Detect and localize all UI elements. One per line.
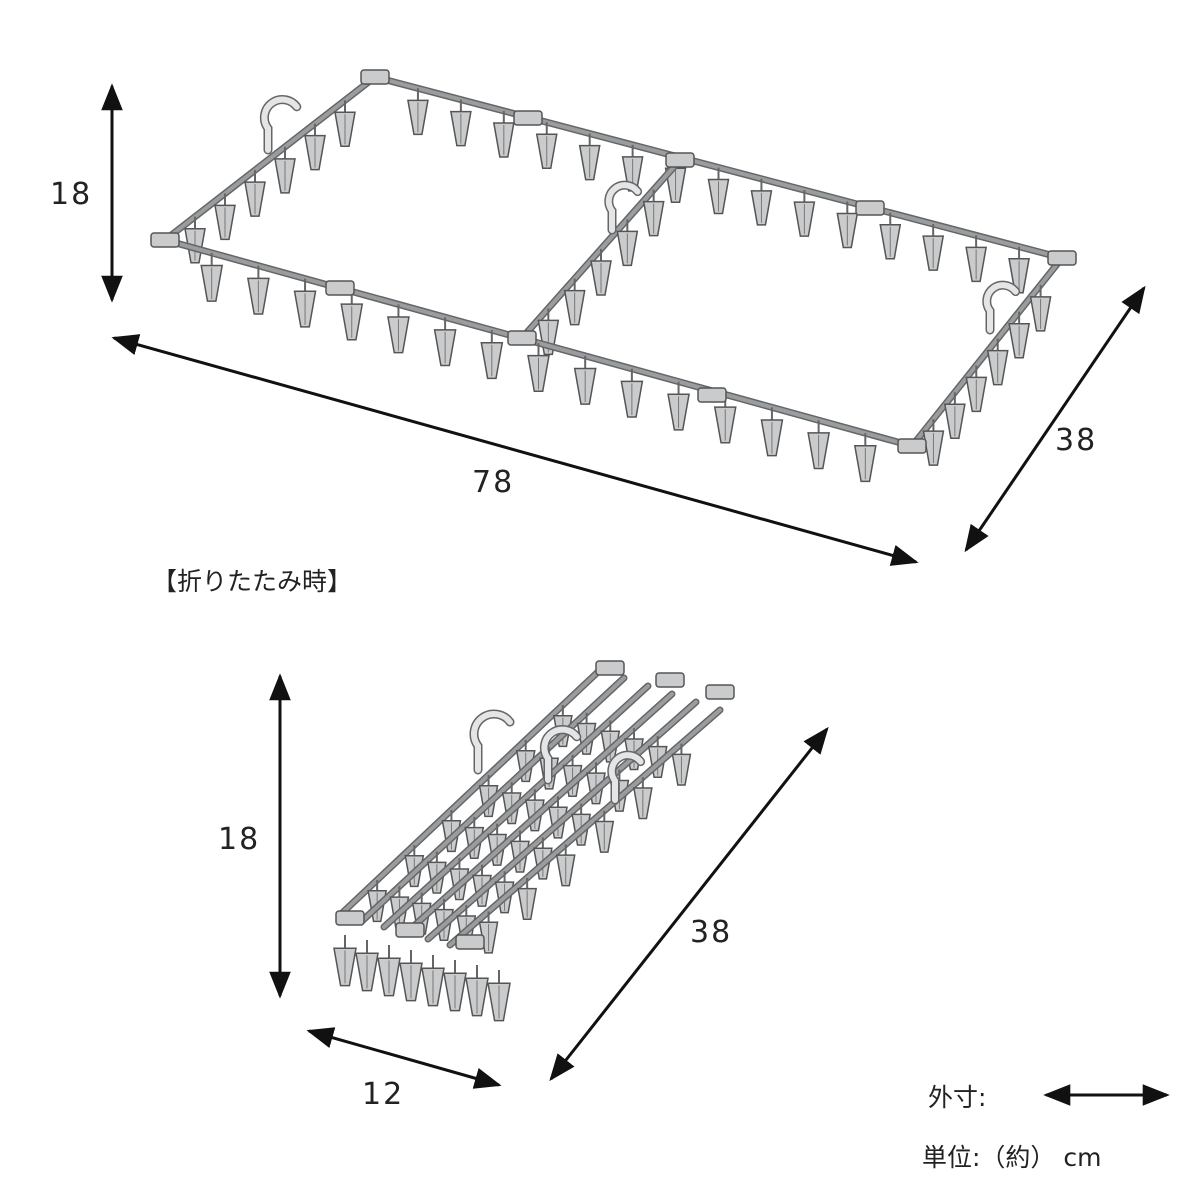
clothespin xyxy=(667,381,690,431)
clothespin xyxy=(465,965,489,1017)
clothespin xyxy=(340,291,364,341)
clothespin xyxy=(274,146,296,194)
folded-height-label: 18 xyxy=(218,822,260,857)
joint xyxy=(665,152,695,168)
clothespin xyxy=(293,278,317,328)
clothespin xyxy=(433,317,457,367)
clothespin xyxy=(443,960,467,1012)
clothespin xyxy=(943,392,966,440)
clothespin xyxy=(879,212,902,260)
joint xyxy=(507,330,537,346)
clothespin xyxy=(793,190,816,237)
folded-hanger-illustration xyxy=(333,660,735,1022)
joint xyxy=(595,660,625,676)
joint xyxy=(455,934,485,950)
clothespin xyxy=(246,265,270,315)
clothespin xyxy=(807,420,831,470)
joint xyxy=(513,110,543,126)
clothespin xyxy=(244,170,266,217)
folded-depth-label: 38 xyxy=(690,915,732,950)
clothespin xyxy=(535,122,558,169)
clothespin xyxy=(707,167,730,215)
clothespin xyxy=(200,252,224,302)
clothespin xyxy=(333,935,357,987)
clothespin xyxy=(578,133,601,181)
clothespin xyxy=(407,88,429,136)
clothespin xyxy=(642,189,665,237)
joint xyxy=(150,232,180,248)
clothespin xyxy=(334,100,356,148)
clothespin xyxy=(304,123,326,171)
joint xyxy=(325,280,355,296)
clothespin xyxy=(616,219,639,267)
clothespin xyxy=(214,193,236,241)
joint xyxy=(335,910,365,926)
clothespin xyxy=(620,368,644,418)
clothespin xyxy=(922,419,945,466)
joint xyxy=(705,684,735,700)
clothespin xyxy=(965,235,988,283)
joint xyxy=(855,200,885,216)
clothespin xyxy=(449,99,472,147)
expanded-depth-arrow xyxy=(964,285,1146,553)
clothespin xyxy=(480,330,504,380)
clothespin xyxy=(573,355,597,405)
expanded-length-label: 78 xyxy=(472,465,514,500)
joint xyxy=(360,69,390,85)
clothespin xyxy=(355,940,379,992)
clothespin xyxy=(399,950,423,1002)
folded-caption: 【折りたたみ時】 xyxy=(152,567,352,596)
expanded-length-arrow xyxy=(111,334,919,566)
folded-width-arrow xyxy=(306,1027,502,1089)
clothespin xyxy=(487,970,511,1022)
joint xyxy=(897,438,927,454)
folded-depth-arrow xyxy=(549,726,829,1082)
expanded-hanger-illustration xyxy=(150,69,1077,483)
clothespin xyxy=(377,945,401,997)
expanded-height-label: 18 xyxy=(50,177,92,212)
clothespin xyxy=(922,224,945,271)
clothespin xyxy=(517,877,538,921)
clothespin xyxy=(590,249,612,296)
clothespin xyxy=(492,110,515,158)
clothespin xyxy=(387,304,410,354)
joint xyxy=(395,922,425,938)
joint xyxy=(655,672,685,688)
joint xyxy=(1047,250,1077,266)
expanded-depth-label: 38 xyxy=(1055,423,1097,458)
clothespin xyxy=(853,433,877,483)
unit-legend: 単位:（約） cm xyxy=(922,1143,1101,1172)
folded-width-label: 12 xyxy=(362,1077,404,1112)
clothespin xyxy=(760,407,784,457)
clothespin xyxy=(836,201,859,249)
clothespin xyxy=(563,278,586,326)
outer-dimension-legend: 外寸: xyxy=(928,1083,986,1112)
clothespin xyxy=(750,178,773,226)
clothespin xyxy=(421,955,445,1007)
joint xyxy=(697,387,727,403)
